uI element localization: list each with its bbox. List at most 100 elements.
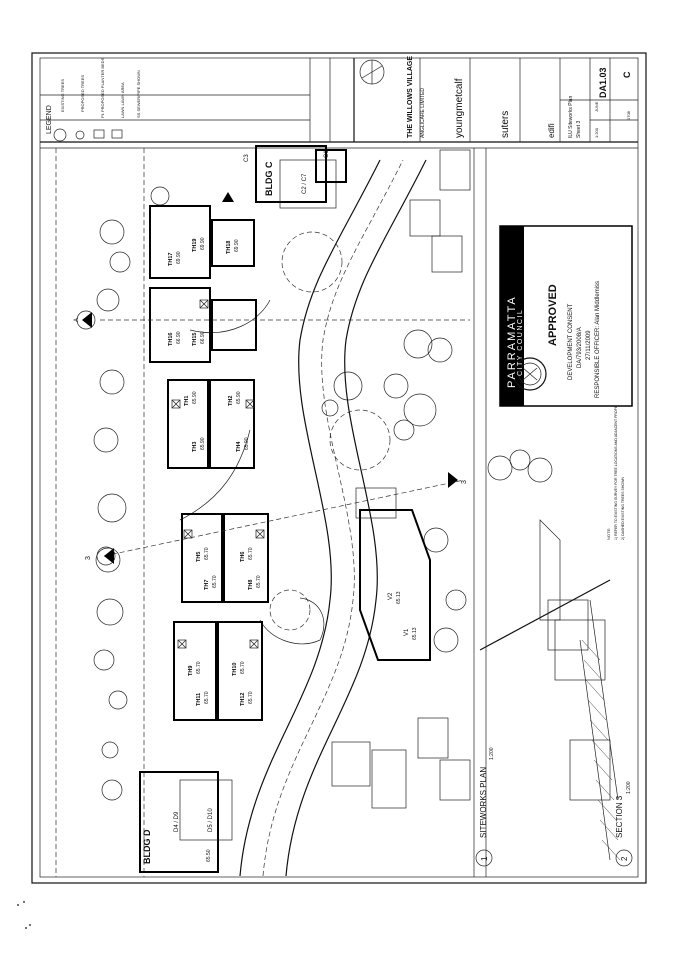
townhouse-level: 65.70 (240, 661, 246, 674)
note-line: 2) DASHED EXISTING TREES SHOWN (621, 477, 625, 540)
townhouse-level: 65.70 (212, 575, 218, 588)
tree-icon (321, 399, 339, 417)
townhouse-level: 69.90 (234, 239, 240, 252)
townhouse-level: 69.90 (176, 251, 182, 264)
townhouse-level: 65.70 (256, 575, 262, 588)
townhouse-label: TH8 (248, 580, 254, 590)
client-name: ANGLICARE LIMITED (420, 88, 426, 138)
tree-icon (423, 527, 449, 553)
tree-icon (96, 288, 120, 312)
tree-icon (403, 329, 433, 359)
townhouse-label: TH7 (204, 580, 210, 590)
tree-icon (93, 649, 115, 671)
c1-label: C1 (324, 150, 330, 158)
section-marker-icon (82, 312, 92, 328)
stamp-council: PARRAMATTA (506, 295, 518, 388)
tree-legend-icon (53, 128, 67, 142)
proposed-tree-icon (75, 130, 85, 140)
townhouse-level: 65.90 (244, 437, 250, 450)
section-marker-icon (448, 472, 458, 488)
road-edge (239, 159, 381, 877)
adjacent-building (331, 741, 371, 787)
tree-icon (393, 419, 415, 441)
townhouse-level: 65.90 (236, 391, 242, 404)
c3-label: C3 (244, 154, 250, 162)
townhouse-label: TH19 (192, 239, 198, 252)
tree-icon (509, 449, 531, 471)
townhouse-label: TH3 (192, 442, 198, 452)
townhouse-level: 65.70 (248, 547, 254, 560)
tree-icon (101, 741, 119, 759)
tree-icon (487, 455, 513, 481)
tree-icon (97, 493, 127, 523)
townhouse-level: 65.90 (200, 437, 206, 450)
tree-icon (527, 457, 553, 483)
townhouse-blocks (149, 205, 269, 721)
section-title: SECTION 3 (615, 795, 624, 838)
townhouse-label: TH17 (168, 253, 174, 266)
townhouse-level: 65.70 (204, 691, 210, 704)
villa-level: 65.13 (396, 591, 402, 604)
tree-icon (109, 251, 131, 273)
building-c (255, 145, 327, 203)
tree-icon (108, 690, 128, 710)
townhouse-label: TH6 (240, 552, 246, 562)
legend-item: LAWN LAWN AREA (120, 82, 125, 118)
tree-icon (101, 779, 123, 801)
stamp-council-sub: CITY COUNCIL (517, 309, 524, 376)
date-value: JUNE (594, 101, 599, 112)
tree-icon (333, 371, 363, 401)
tree-icon (99, 369, 125, 395)
townhouse-level: 65.70 (204, 547, 210, 560)
townhouse-label: TH5 (196, 552, 202, 562)
sheet-label: Sheet 3 (576, 121, 582, 138)
townhouse-level: 69.90 (200, 237, 206, 250)
villa-label: V1 (404, 628, 410, 636)
d-units-label: D4 / D9 (174, 811, 180, 832)
stamp-line: RESPONSIBLE OFFICER: Alan Middlemiss (595, 281, 601, 398)
townhouse-level: 66.90 (200, 331, 206, 344)
tree-icon (427, 337, 453, 363)
tree-icon (99, 219, 125, 245)
job-number: 0708 (626, 110, 631, 120)
drawing-number: DA1.03 (598, 67, 608, 98)
townhouse-label: TH4 (236, 441, 242, 452)
d-level: 65.50 (206, 849, 212, 862)
adjacent-building (371, 749, 407, 809)
scale-value: 1:200 (594, 127, 599, 138)
villa-v1-v2 (359, 509, 431, 661)
road-edge (285, 159, 427, 877)
townhouse-level: 66.90 (176, 331, 182, 344)
d-units-label: D5 / D10 (208, 808, 214, 832)
legend-item: EXISTING TREES (60, 79, 65, 112)
legend-symbols (53, 128, 123, 142)
townhouse-label: TH16 (168, 333, 174, 346)
section-marker-label: 3 (461, 480, 468, 484)
section-marker-icon (222, 192, 234, 202)
building-c-label: BLDG C (264, 161, 274, 196)
tree-icon (445, 589, 467, 611)
notes-title: NOTE: (606, 528, 611, 540)
view-number: 2 (620, 856, 629, 861)
view-number: 1 (480, 856, 489, 861)
ground-hatch (581, 639, 621, 861)
villa-label: V2 (388, 592, 394, 600)
council-seal-icon (513, 357, 547, 391)
townhouse-level: 65.70 (196, 661, 202, 674)
townhouse-label: TH1 (184, 396, 190, 406)
building-c-units: C2 / C7 (302, 173, 308, 194)
revision: C (622, 71, 632, 78)
consultant-logo: edifi (547, 123, 556, 138)
tree-icon (95, 547, 121, 573)
view-number-circle (615, 849, 633, 867)
section-marker-icon (104, 548, 114, 564)
project-name: THE WILLOWS VILLAGE (407, 56, 414, 138)
stamp-status: APPROVED (547, 284, 559, 346)
tree-icon (150, 186, 170, 206)
section-scale: 1:200 (626, 781, 632, 794)
sheet-border (31, 52, 647, 884)
legend-title: LEGEND (46, 105, 53, 134)
townhouse-label: TH18 (226, 241, 232, 254)
townhouse-label: TH10 (232, 663, 238, 676)
